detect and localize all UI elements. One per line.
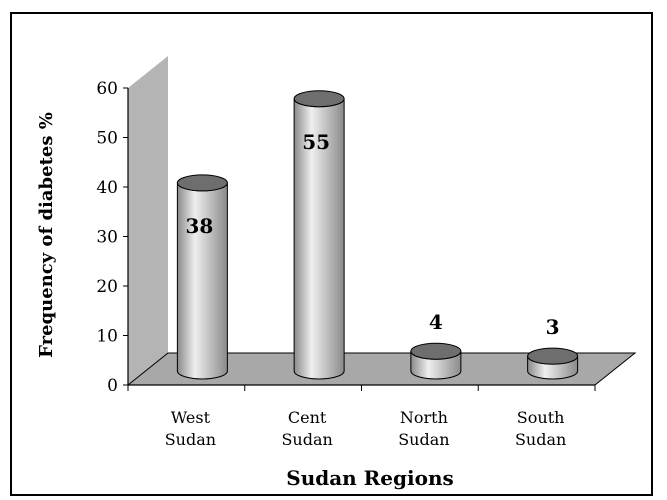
bar-top bbox=[527, 347, 579, 365]
data-label: 38 bbox=[185, 214, 213, 238]
y-tick-label: 10 bbox=[96, 327, 118, 347]
bars bbox=[176, 90, 579, 380]
back-wall bbox=[128, 56, 168, 385]
data-label: 3 bbox=[546, 315, 560, 339]
bar-top bbox=[176, 174, 228, 192]
bar bbox=[527, 347, 579, 380]
y-tick-label: 0 bbox=[107, 376, 118, 396]
y-tick-label: 60 bbox=[96, 79, 118, 99]
bar-top bbox=[410, 342, 462, 360]
x-axis-title: Sudan Regions bbox=[286, 466, 454, 490]
y-tick-label: 20 bbox=[96, 277, 118, 297]
data-labels: 38 55 4 3 bbox=[185, 130, 559, 339]
y-tick-label: 40 bbox=[96, 178, 118, 198]
data-label: 4 bbox=[429, 310, 443, 334]
y-tick-label: 30 bbox=[96, 228, 118, 248]
bar bbox=[176, 174, 228, 380]
bar-top bbox=[293, 90, 345, 108]
data-label: 55 bbox=[302, 130, 330, 154]
bar-body bbox=[176, 182, 228, 380]
y-tick-label: 50 bbox=[96, 129, 118, 149]
y-axis-title: Frequency of diabetes % bbox=[36, 112, 57, 358]
y-axis: 0 10 20 30 40 50 60 bbox=[96, 79, 596, 396]
bar bbox=[293, 90, 345, 380]
bar bbox=[410, 342, 462, 380]
